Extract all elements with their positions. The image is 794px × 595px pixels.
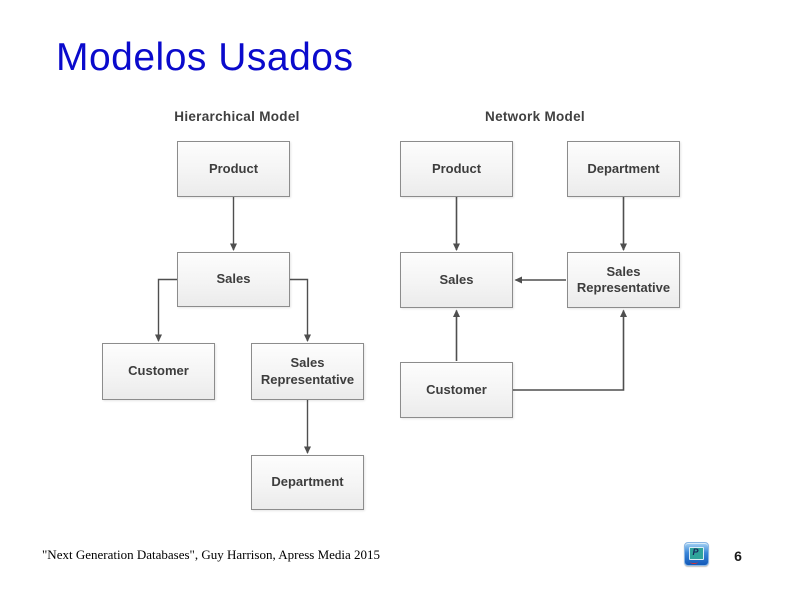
- node-network-customer: Customer: [400, 362, 513, 418]
- node-hierarchical-sales-representative: Sales Representative: [251, 343, 364, 400]
- diagram-title-network: Network Model: [485, 109, 585, 124]
- page-title: Modelos Usados: [56, 36, 354, 79]
- diagram-title-hierarchical: Hierarchical Model: [174, 109, 300, 124]
- node-hierarchical-sales: Sales: [177, 252, 290, 307]
- hierarchical-connectors: [155, 197, 311, 454]
- logo-glyph: P: [692, 547, 699, 557]
- node-network-sales: Sales: [400, 252, 513, 308]
- node-hierarchical-department: Department: [251, 455, 364, 510]
- page-number: 6: [734, 548, 742, 564]
- logo-swoosh-accent: [690, 560, 698, 564]
- node-network-department: Department: [567, 141, 680, 197]
- logo-inner-tile: P: [689, 547, 704, 560]
- edge-net-customer-salesrep: [513, 309, 627, 391]
- edge-hier-sales-customer: [155, 278, 177, 342]
- node-hierarchical-customer: Customer: [102, 343, 215, 400]
- node-network-sales-representative: Sales Representative: [567, 252, 680, 308]
- citation: "Next Generation Databases", Guy Harriso…: [42, 547, 381, 562]
- edge-hier-sales-salesrep: [290, 278, 311, 342]
- node-network-product: Product: [400, 141, 513, 197]
- presentation-logo-icon: P: [684, 542, 709, 566]
- node-hierarchical-product: Product: [177, 141, 290, 197]
- network-connectors: [453, 197, 627, 391]
